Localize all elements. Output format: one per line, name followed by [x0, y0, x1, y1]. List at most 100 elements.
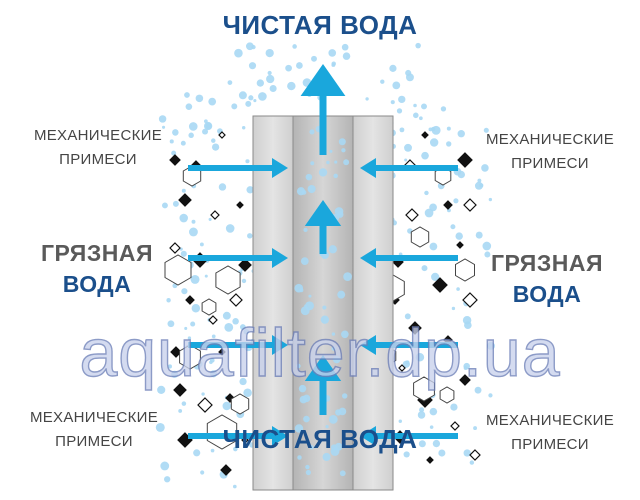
- particle-diamond-icon: [405, 208, 419, 222]
- water-bubble-icon: [424, 208, 434, 218]
- water-bubble-icon: [446, 141, 452, 147]
- water-bubble-icon: [413, 112, 419, 119]
- water-bubble-icon: [299, 288, 304, 293]
- water-bubble-icon: [431, 272, 440, 281]
- particle-diamond-icon: [432, 277, 448, 293]
- water-bubble-icon: [479, 183, 484, 188]
- water-bubble-icon: [482, 241, 492, 251]
- water-word: ВОДА: [62, 271, 132, 297]
- water-bubble-icon: [380, 79, 385, 84]
- water-bubble-icon: [191, 219, 196, 224]
- particle-diamond-icon: [408, 321, 422, 335]
- water-bubble-icon: [243, 388, 252, 398]
- dirty-word: ГРЯЗНАЯ: [491, 250, 603, 276]
- water-bubble-icon: [415, 42, 421, 49]
- water-bubble-icon: [488, 197, 493, 202]
- water-bubble-icon: [419, 116, 423, 121]
- water-bubble-icon: [446, 126, 451, 131]
- water-bubble-icon: [332, 355, 341, 364]
- water-word: ВОДА: [512, 281, 582, 307]
- water-bubble-icon: [294, 424, 304, 433]
- particle-diamond-icon: [457, 152, 473, 168]
- water-bubble-icon: [463, 449, 471, 457]
- water-bubble-icon: [179, 213, 188, 223]
- water-bubble-icon: [199, 242, 204, 247]
- particle-hexagon-icon: [179, 344, 201, 370]
- mech-line-2: ПРИМЕСИ: [511, 155, 589, 172]
- particle-diamond-icon: [462, 292, 478, 308]
- water-bubble-icon: [303, 227, 308, 233]
- water-bubble-icon: [343, 272, 352, 281]
- water-bubble-icon: [341, 43, 349, 51]
- inflow-arrow-icon: [360, 426, 376, 446]
- inflow-arrow-icon: [360, 248, 376, 268]
- dirty-water-left: ГРЯЗНАЯ ВОДА: [22, 238, 172, 300]
- water-bubble-icon: [343, 159, 350, 166]
- water-bubble-icon: [287, 81, 296, 91]
- filter-right-wall: [352, 115, 394, 491]
- water-bubble-icon: [191, 304, 201, 313]
- water-bubble-icon: [322, 305, 327, 310]
- water-bubble-icon: [184, 92, 190, 98]
- particle-hexagon-icon: [439, 386, 455, 404]
- water-bubble-icon: [404, 313, 411, 320]
- water-bubble-icon: [432, 439, 441, 448]
- particle-hexagon-icon: [206, 414, 238, 450]
- water-bubble-icon: [325, 425, 329, 429]
- water-bubble-icon: [211, 334, 216, 339]
- particle-diamond-icon: [469, 449, 481, 461]
- water-bubble-icon: [404, 158, 408, 162]
- water-bubble-icon: [305, 464, 310, 470]
- particle-diamond-icon: [173, 383, 187, 397]
- water-bubble-icon: [167, 320, 175, 328]
- water-bubble-icon: [339, 470, 346, 477]
- water-bubble-icon: [245, 100, 252, 107]
- water-bubble-icon: [307, 184, 316, 194]
- water-bubble-icon: [328, 245, 337, 254]
- particle-diamond-icon: [421, 131, 429, 139]
- water-bubble-icon: [218, 183, 227, 191]
- water-bubble-icon: [209, 370, 218, 378]
- water-bubble-icon: [488, 393, 493, 398]
- water-bubble-icon: [232, 318, 239, 325]
- water-bubble-icon: [415, 353, 425, 362]
- water-bubble-icon: [161, 202, 168, 209]
- inflow-arrow-icon: [360, 158, 376, 178]
- water-bubble-icon: [464, 321, 472, 330]
- flow-arrows: [188, 64, 458, 446]
- particle-diamond-icon: [220, 464, 232, 476]
- particle-diamond-icon: [170, 346, 182, 358]
- water-bubble-icon: [334, 442, 343, 451]
- water-bubble-icon: [222, 401, 232, 411]
- water-bubble-icon: [193, 449, 201, 457]
- water-bubble-icon: [210, 448, 215, 453]
- water-bubble-icon: [204, 119, 208, 124]
- water-bubble-icon: [297, 455, 302, 460]
- water-bubble-icon: [305, 469, 311, 476]
- water-bubble-icon: [469, 460, 475, 465]
- water-bubble-icon: [187, 336, 192, 340]
- water-bubble-icon: [233, 446, 238, 452]
- water-bubble-icon: [419, 407, 425, 413]
- water-bubble-icon: [190, 274, 200, 284]
- water-bubble-icon: [311, 55, 317, 62]
- water-bubble-icon: [166, 298, 171, 303]
- water-bubble-icon: [322, 452, 331, 462]
- water-bubble-icon: [413, 103, 417, 108]
- water-bubble-icon: [440, 106, 447, 112]
- water-bubble-icon: [248, 62, 257, 70]
- particle-hexagon-icon: [413, 376, 435, 402]
- water-bubble-icon: [234, 48, 243, 58]
- dirty-water-right: ГРЯЗНАЯ ВОДА: [472, 248, 622, 310]
- water-bubble-icon: [300, 257, 309, 265]
- water-bubble-icon: [341, 330, 349, 339]
- water-bubble-icon: [248, 95, 254, 101]
- water-bubble-icon: [475, 231, 483, 239]
- water-bubble-icon: [267, 70, 272, 76]
- particle-diamond-icon: [459, 374, 471, 386]
- water-bubble-icon: [158, 115, 167, 123]
- water-bubble-icon: [305, 173, 313, 181]
- inflow-arrow-icon: [272, 158, 288, 178]
- water-bubble-icon: [239, 324, 246, 330]
- water-bubble-icon: [403, 451, 410, 458]
